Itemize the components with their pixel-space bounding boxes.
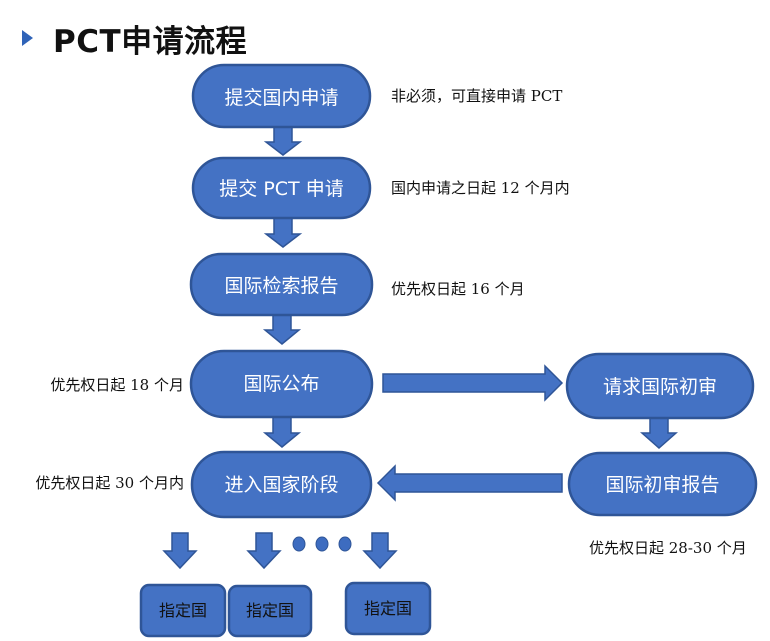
node-national-phase-label: 进入国家阶段	[224, 474, 338, 496]
arrow-right	[382, 364, 564, 402]
node-search-report: 国际检索报告	[189, 252, 374, 317]
node-designated-state-1-label: 指定国	[159, 601, 207, 620]
arrow-down-5	[640, 417, 678, 450]
page-header: PCT申请流程	[22, 16, 247, 60]
dot-icon	[292, 536, 306, 552]
node-pct-filing: 提交 PCT 申请	[191, 156, 372, 220]
triangle-right-icon	[22, 30, 33, 46]
arrow-down-8	[362, 532, 398, 570]
node-designated-state-3-label: 指定国	[364, 599, 412, 618]
dot-icon	[338, 536, 352, 552]
node-designated-state-2-label: 指定国	[246, 601, 294, 620]
arrow-down-2	[263, 217, 303, 248]
arrow-down-1	[263, 125, 303, 156]
node-domestic-filing-label: 提交国内申请	[224, 87, 338, 109]
node-prelim-exam-report: 国际初审报告	[567, 451, 758, 517]
arrow-down-7	[246, 532, 282, 570]
node-designated-state-1: 指定国	[139, 583, 227, 638]
dot-icon	[315, 536, 329, 552]
node-designated-state-3: 指定国	[344, 581, 432, 636]
note-domestic-filing: 非必须，可直接申请 PCT	[391, 87, 562, 105]
node-request-prelim-exam: 请求国际初审	[565, 352, 755, 420]
note-prelim-exam-report: 优先权日起 28-30 个月	[589, 539, 747, 557]
node-domestic-filing: 提交国内申请	[191, 63, 372, 129]
note-publication: 优先权日起 18 个月	[50, 376, 184, 394]
node-search-report-label: 国际检索报告	[224, 275, 338, 297]
node-publication: 国际公布	[189, 349, 374, 419]
note-pct-filing: 国内申请之日起 12 个月内	[391, 179, 570, 197]
note-national-phase: 优先权日起 30 个月内	[35, 474, 184, 492]
node-prelim-exam-report-label: 国际初审报告	[605, 474, 719, 496]
node-request-prelim-exam-label: 请求国际初审	[603, 376, 717, 398]
arrow-down-3	[262, 314, 302, 345]
node-national-phase: 进入国家阶段	[190, 450, 373, 519]
page-title: PCT申请流程	[53, 23, 248, 60]
arrow-down-4	[262, 416, 302, 448]
note-search-report: 优先权日起 16 个月	[391, 280, 525, 298]
node-designated-state-2: 指定国	[227, 584, 313, 638]
node-pct-filing-label: 提交 PCT 申请	[219, 178, 343, 200]
arrow-left	[376, 464, 563, 502]
node-publication-label: 国际公布	[243, 373, 319, 395]
arrow-down-6	[162, 532, 198, 570]
